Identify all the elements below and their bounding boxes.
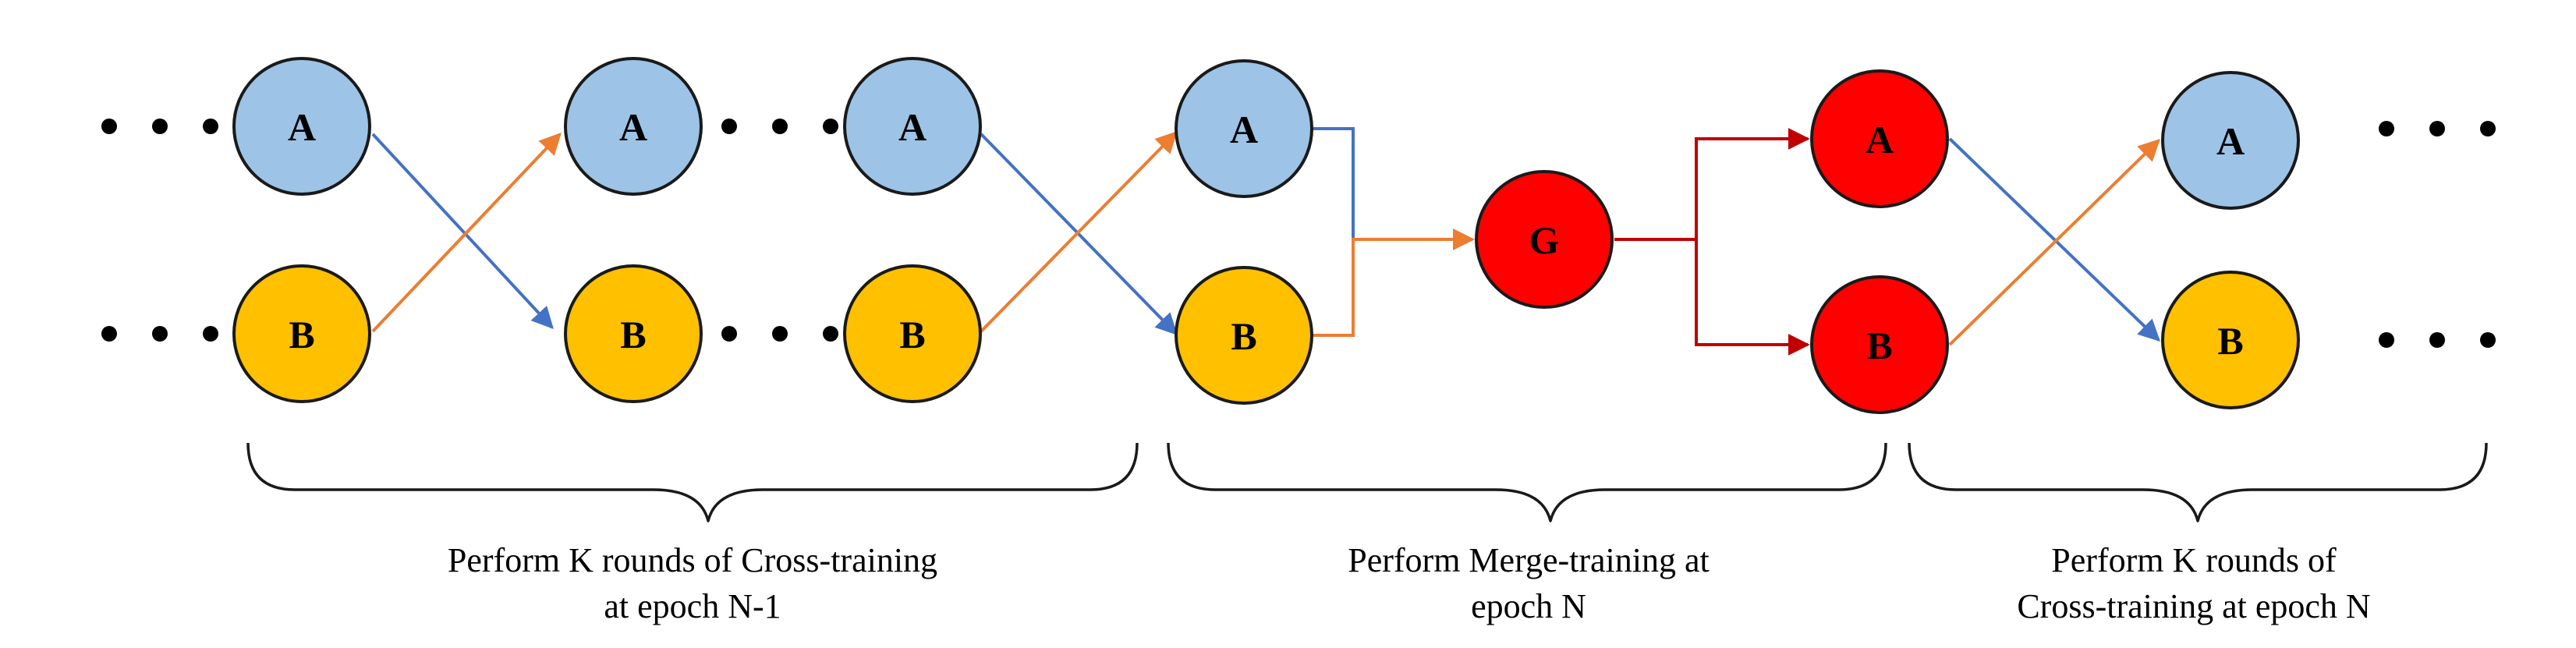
caption-cross-next: Perform K rounds of Cross-training at ep… xyxy=(2017,541,2370,625)
node-a5: A xyxy=(1810,69,1949,208)
edge-b5-a6 xyxy=(1948,139,2161,346)
edge-a5-b6 xyxy=(1948,137,2161,342)
node-circle xyxy=(232,264,371,403)
caption-line: Perform K rounds of xyxy=(2051,541,2337,579)
node-label: G xyxy=(1529,218,1560,262)
node-label: A xyxy=(1866,118,1894,161)
node-circle xyxy=(564,264,703,403)
node-label: B xyxy=(899,313,925,356)
node-circle xyxy=(564,57,703,196)
node-circle xyxy=(1175,266,1313,405)
caption-merge: Perform Merge-training at epoch N xyxy=(1348,541,1709,625)
node-b6: B xyxy=(2161,271,2300,409)
node-label: A xyxy=(1230,108,1258,151)
edge-b3-a4 xyxy=(980,131,1178,333)
caption-line: Perform Merge-training at xyxy=(1348,541,1709,579)
caption-line: Perform K rounds of Cross-training xyxy=(448,541,937,579)
node-label: A xyxy=(898,105,927,149)
node-label: B xyxy=(2217,319,2243,363)
node-circle xyxy=(232,57,371,196)
node-circle xyxy=(1175,59,1313,198)
node-label: A xyxy=(2216,119,2245,163)
edge-b1-a2 xyxy=(371,132,562,333)
node-circle xyxy=(843,57,982,196)
brace-cross-next xyxy=(1908,442,2488,522)
brace-cross-prev xyxy=(246,442,1139,522)
node-b5: B xyxy=(1810,275,1949,414)
ellipsis-right-bottom xyxy=(2379,332,2496,348)
node-label: B xyxy=(289,313,314,356)
edge-g-a5 xyxy=(1614,128,1810,241)
node-label: B xyxy=(620,313,646,356)
node-a1: A xyxy=(232,57,371,196)
ellipsis-mid-bottom xyxy=(721,326,838,342)
node-label: B xyxy=(1231,314,1256,358)
ellipsis-right-top xyxy=(2379,121,2496,136)
brace-merge xyxy=(1167,442,1887,522)
node-circle xyxy=(2161,71,2300,210)
node-circle xyxy=(1810,275,1949,414)
node-a6: A xyxy=(2161,71,2300,210)
ellipsis-mid-top xyxy=(721,119,838,134)
node-g: G xyxy=(1475,170,1614,309)
edges xyxy=(371,127,2161,356)
caption-cross-prev: Perform K rounds of Cross-training at ep… xyxy=(448,541,937,625)
edge-b4-g xyxy=(1310,228,1475,337)
edge-a4-g xyxy=(1310,127,1475,250)
node-circle xyxy=(1475,170,1614,309)
node-a4: A xyxy=(1175,59,1313,198)
node-b3: B xyxy=(843,264,982,403)
node-label: B xyxy=(1866,324,1892,367)
caption-line: at epoch N-1 xyxy=(604,587,781,625)
node-label: A xyxy=(619,105,647,149)
ellipsis-left-top xyxy=(101,119,218,134)
caption-line: Cross-training at epoch N xyxy=(2017,587,2370,625)
node-b4: B xyxy=(1175,266,1313,405)
node-label: A xyxy=(288,105,316,149)
node-circle xyxy=(843,264,982,403)
edge-a1-b2 xyxy=(371,133,554,330)
edge-g-b5 xyxy=(1614,238,1810,356)
node-b2: B xyxy=(564,264,703,403)
ellipsis-left-bottom xyxy=(101,326,218,342)
node-circle xyxy=(2161,271,2300,409)
node-a3: A xyxy=(843,57,982,196)
node-circle xyxy=(1810,69,1949,208)
node-b1: B xyxy=(232,264,371,403)
node-a2: A xyxy=(564,57,703,196)
caption-line: epoch N xyxy=(1471,587,1586,625)
